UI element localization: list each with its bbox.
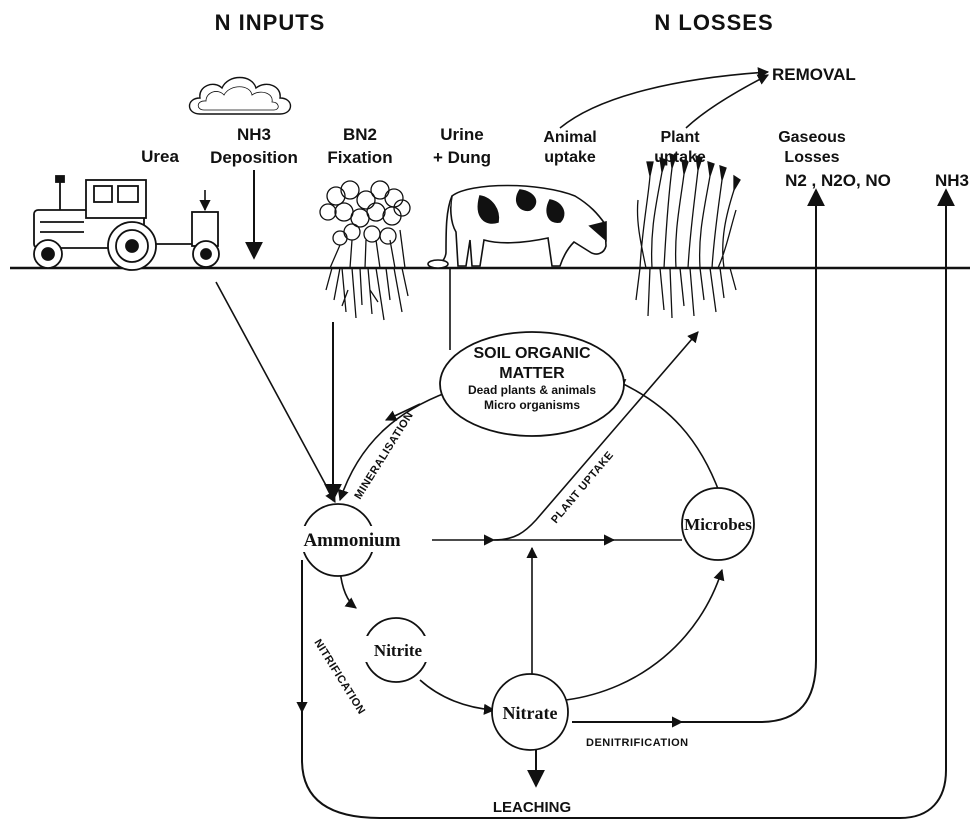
animal-removal-arrow bbox=[559, 67, 770, 129]
svg-text:Dead plants & animals: Dead plants & animals bbox=[468, 383, 596, 397]
nh3-deposition-label: NH3 Deposition bbox=[210, 125, 298, 167]
svg-text:MATTER: MATTER bbox=[499, 365, 565, 382]
svg-text:+ Dung: + Dung bbox=[433, 148, 491, 167]
urea-label: Urea bbox=[141, 147, 179, 166]
nh3-loss-label: NH3 bbox=[935, 171, 969, 190]
svg-text:Deposition: Deposition bbox=[210, 148, 298, 167]
nh3-volatilisation-arrow bbox=[301, 188, 955, 819]
bn2-fixation-label: BN2 Fixation bbox=[327, 125, 392, 167]
nitrate-node: Nitrate bbox=[491, 673, 569, 751]
plant-removal-arrow bbox=[685, 74, 769, 129]
nitrification-label: NITRIFICATION bbox=[311, 637, 367, 717]
svg-text:Micro organisms: Micro organisms bbox=[484, 398, 580, 412]
nitrite-to-nitrate-arrow bbox=[419, 679, 496, 715]
denitrification-loss-arrow bbox=[572, 188, 825, 723]
mineralisation-mid-arrow bbox=[384, 403, 421, 421]
svg-text:Losses: Losses bbox=[784, 149, 839, 166]
gases-label: N2 , N2O, NO bbox=[785, 171, 891, 190]
svg-text:uptake: uptake bbox=[654, 149, 706, 166]
svg-text:BN2: BN2 bbox=[343, 125, 377, 144]
svg-text:Nitrite: Nitrite bbox=[374, 641, 423, 660]
removal-label: REMOVAL bbox=[772, 65, 856, 84]
urea-to-ammonium-arrow bbox=[215, 281, 336, 503]
svg-text:SOIL ORGANIC: SOIL ORGANIC bbox=[473, 345, 590, 362]
nitrite-node: Nitrite bbox=[362, 617, 432, 683]
svg-text:Ammonium: Ammonium bbox=[303, 530, 400, 551]
svg-text:uptake: uptake bbox=[544, 149, 596, 166]
svg-text:Plant: Plant bbox=[660, 129, 700, 146]
grass-plant-icon bbox=[635, 153, 741, 319]
svg-text:Nitrate: Nitrate bbox=[503, 703, 558, 723]
plant-uptake-label: PLANT UPTAKE bbox=[549, 449, 616, 526]
svg-text:Urine: Urine bbox=[440, 125, 483, 144]
mineralisation-arrow bbox=[337, 391, 449, 502]
plant-uptake-label: Plant uptake bbox=[654, 129, 706, 166]
animal-uptake-label: Animal uptake bbox=[543, 129, 596, 166]
soil-organic-matter-node: SOIL ORGANIC MATTER Dead plants & animal… bbox=[439, 331, 625, 437]
microbes-to-som-arrow bbox=[613, 379, 721, 495]
urine-dung-label: Urine + Dung bbox=[433, 125, 491, 167]
n-losses-header: N LOSSES bbox=[654, 10, 773, 35]
svg-text:Gaseous: Gaseous bbox=[778, 129, 846, 146]
plant-uptake-arrow bbox=[493, 331, 699, 541]
tractor-icon bbox=[33, 175, 220, 271]
svg-text:Fixation: Fixation bbox=[327, 148, 392, 167]
svg-text:NH3: NH3 bbox=[237, 125, 271, 144]
cloud-icon bbox=[188, 76, 292, 115]
denitrification-label: DENITRIFICATION bbox=[586, 737, 689, 749]
ammonium-node: Ammonium bbox=[290, 503, 428, 577]
nitrate-to-microbes-arrow bbox=[565, 568, 725, 701]
clover-plant-icon bbox=[319, 180, 411, 321]
cow-icon bbox=[427, 184, 607, 269]
svg-text:Microbes: Microbes bbox=[684, 515, 752, 534]
n-inputs-header: N INPUTS bbox=[215, 10, 326, 35]
svg-text:Animal: Animal bbox=[543, 129, 596, 146]
microbes-node: Microbes bbox=[681, 487, 755, 561]
leaching-label: LEACHING bbox=[493, 799, 571, 816]
gaseous-losses-label: Gaseous Losses bbox=[778, 129, 846, 166]
